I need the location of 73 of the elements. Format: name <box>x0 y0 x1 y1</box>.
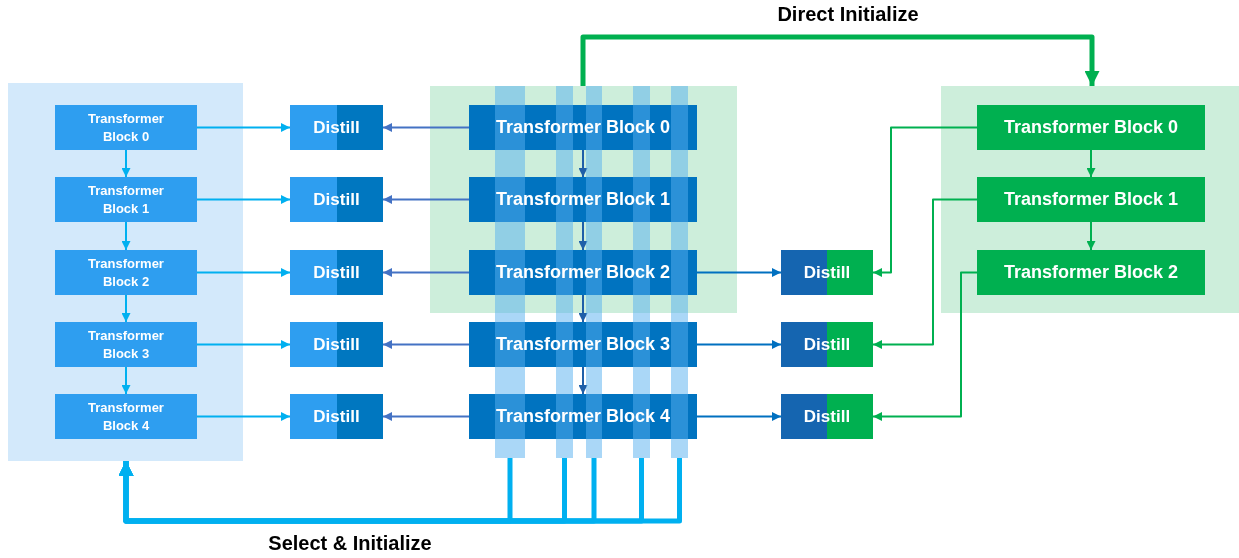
distill-box <box>290 105 383 150</box>
arrow <box>578 366 588 395</box>
block-label: Transformer Block 4 <box>87 398 165 435</box>
block-label: Distill <box>313 261 360 284</box>
arrow <box>196 268 291 277</box>
arrow <box>1086 149 1096 178</box>
block-label: Transformer Block 1 <box>495 188 671 211</box>
transformer-block <box>55 394 197 439</box>
group-panel <box>941 86 1239 313</box>
transformer-block <box>55 250 197 295</box>
arrow <box>696 268 782 277</box>
block-label: Transformer Block 4 <box>495 405 671 428</box>
stripe-bar <box>671 86 688 458</box>
block-label: Distill <box>313 188 360 211</box>
arrow <box>121 366 131 395</box>
block-label: Transformer Block 0 <box>495 116 671 139</box>
block-label: Transformer Block 2 <box>87 254 165 291</box>
transformer-block <box>977 177 1205 222</box>
arrow <box>382 195 470 204</box>
block-label: Transformer Block 2 <box>495 261 671 284</box>
arrow <box>382 123 470 132</box>
block-label: Transformer Block 1 <box>1003 188 1179 211</box>
group-panel <box>8 83 243 461</box>
block-label: Distill <box>803 405 851 428</box>
arrow <box>121 221 131 251</box>
transformer-block <box>55 177 197 222</box>
transformer-block <box>55 105 197 150</box>
transformer-block <box>469 322 697 367</box>
block-label: Distill <box>313 333 360 356</box>
transformer-block <box>469 105 697 150</box>
arrow <box>578 149 588 178</box>
transformer-block <box>977 250 1205 295</box>
arrow <box>196 195 291 204</box>
arrow <box>121 294 131 323</box>
arrow <box>696 340 782 349</box>
transformer-block <box>469 250 697 295</box>
arrow <box>196 340 291 349</box>
arrow <box>872 271 978 421</box>
arrow <box>121 149 131 178</box>
distill-box <box>290 322 383 367</box>
arrow <box>872 198 978 349</box>
arrow <box>578 221 588 251</box>
distill-box <box>290 394 383 439</box>
transformer-block <box>469 177 697 222</box>
block-label: Transformer Block 3 <box>495 333 671 356</box>
block-label: Transformer Block 1 <box>87 181 165 218</box>
block-label: Distill <box>803 333 851 356</box>
block-label: Transformer Block 3 <box>87 326 165 363</box>
arrow <box>1086 221 1096 251</box>
transformer-block <box>469 394 697 439</box>
block-label: Distill <box>313 405 360 428</box>
distill-box <box>781 394 873 439</box>
distill-box <box>290 177 383 222</box>
arrow <box>580 34 1100 86</box>
block-label: Distill <box>803 261 851 284</box>
transformer-block <box>55 322 197 367</box>
block-label: Distill <box>313 116 360 139</box>
arrow <box>382 340 470 349</box>
arrow <box>196 123 291 132</box>
distill-box <box>781 322 873 367</box>
distill-box <box>781 250 873 295</box>
arrow <box>696 412 782 421</box>
arrow <box>578 294 588 323</box>
transformer-block <box>977 105 1205 150</box>
block-label: Transformer Block 0 <box>87 109 165 146</box>
arrow <box>872 126 978 277</box>
arrow <box>382 268 470 277</box>
arrow <box>196 412 291 421</box>
block-label: Transformer Block 0 <box>1003 116 1179 139</box>
arrow <box>382 412 470 421</box>
group-panel <box>430 86 737 313</box>
block-label: Transformer Block 2 <box>1003 261 1179 284</box>
distill-box <box>290 250 383 295</box>
